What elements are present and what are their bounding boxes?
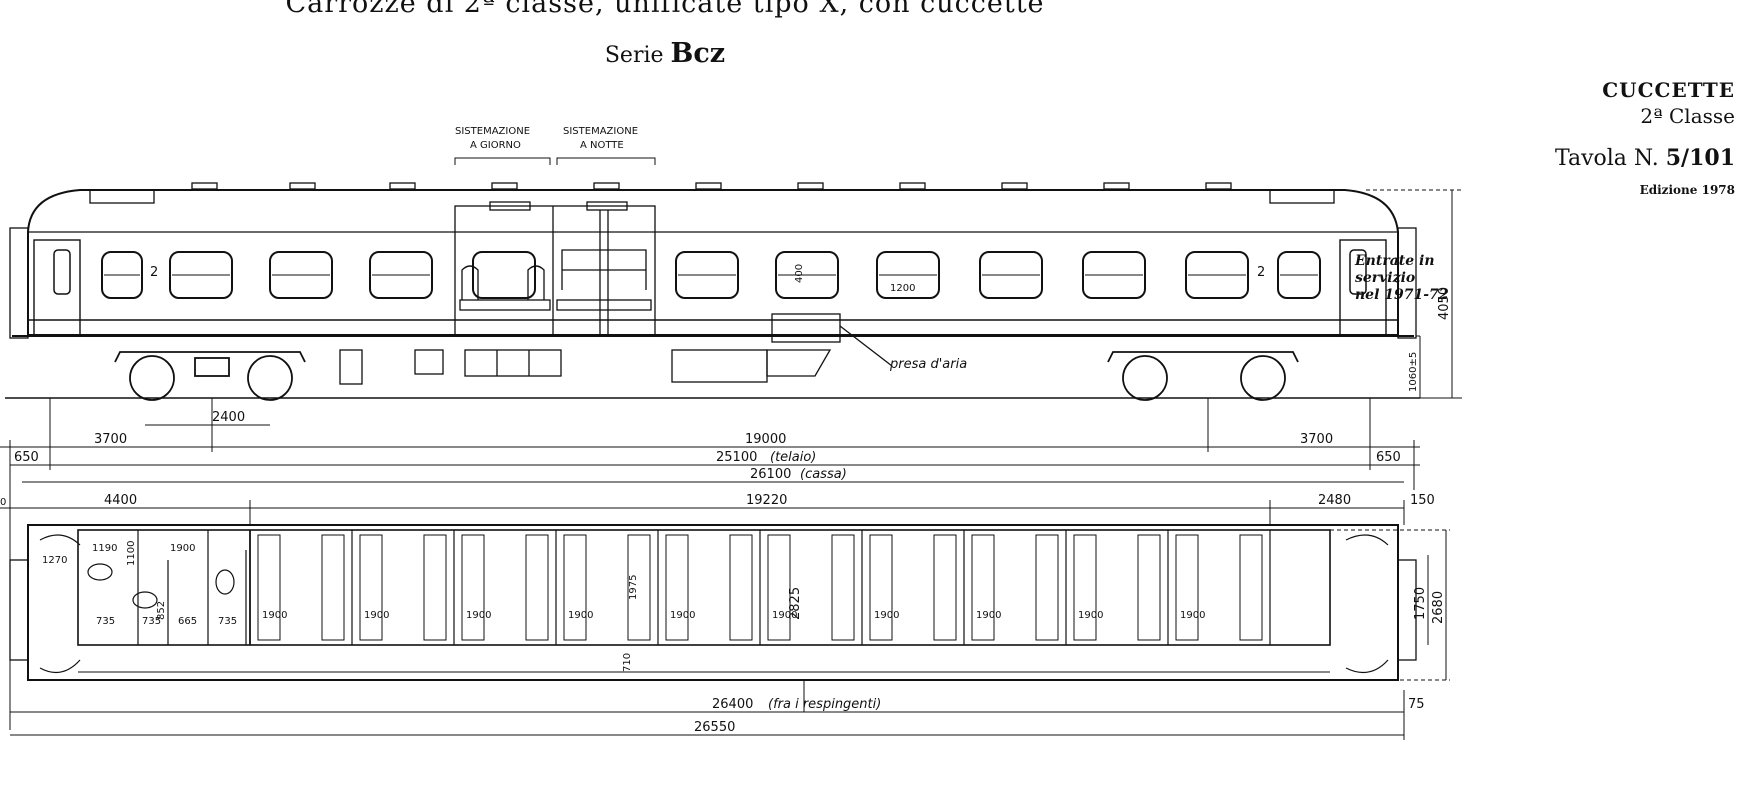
berths (257, 534, 1263, 641)
bogie-right (1107, 351, 1299, 401)
service-note-line-1: Entrate in (1355, 253, 1435, 269)
compartment-label: 1900 (976, 610, 1001, 621)
dim-vestibule: 1270 (42, 555, 67, 566)
dim-end-gap: 150 (1410, 493, 1435, 508)
dim-toilet-2: 1100 (126, 541, 137, 566)
series-prefix: Serie (604, 43, 664, 68)
dim-frame-end-right: 650 (1376, 450, 1401, 465)
class-number-left: 2 (150, 265, 158, 280)
compartment-label: 1900 (1180, 610, 1205, 621)
compartment-label: 1900 (874, 610, 899, 621)
dim-body-length: 26100 (750, 467, 791, 482)
side-elevation: SISTEMAZIONE A GIORNO SISTEMAZIONE A NOT… (5, 126, 1420, 401)
dim-overhang-left: 3700 (94, 432, 127, 447)
dim-end-left: 4400 (104, 493, 137, 508)
series-code: Bcz (670, 38, 726, 69)
compartment-label: 1900 (670, 610, 695, 621)
underframe-equipment (339, 313, 893, 385)
dim-frame-label: (telaio) (770, 450, 816, 465)
dim-height-total: 4050 (1437, 287, 1452, 320)
tavola-line: Tavola N. 5/101 (1555, 145, 1735, 171)
dim-berth-length: 1975 (628, 575, 639, 600)
windows-row (101, 251, 1321, 299)
dim-body-label: (cassa) (800, 467, 847, 482)
bogie-left (114, 351, 306, 401)
dim-buffers-label: (fra i respingenti) (768, 697, 881, 712)
compartment-label: 1900 (772, 610, 797, 621)
dim-floor-height: 1060±5 (1408, 352, 1419, 392)
dim-toilet-w1: 735 (96, 616, 115, 627)
carriage-body-outline (27, 189, 1399, 336)
drawing-title: Carrozze di 2ª classe, unificate tipo X,… (285, 0, 1045, 19)
side-class: 2ª Classe (1640, 104, 1735, 128)
dim-bogie-wheelbase: 2400 (212, 410, 245, 425)
tavola-number: 5/101 (1665, 145, 1735, 171)
label-day-2: A GIORNO (470, 140, 521, 151)
dim-toilet-w3: 852 (156, 601, 167, 620)
cutaway-compartments (454, 201, 656, 337)
dim-service: 1900 (170, 543, 195, 554)
dim-toilet-w5: 735 (218, 616, 237, 627)
class-number-right: 2 (1257, 265, 1265, 280)
service-note-line-3: nel 1971-72 (1355, 287, 1449, 303)
air-intake-label: presa d'aria (889, 357, 967, 372)
toilet-block (87, 530, 247, 645)
dim-end-right: 2480 (1318, 493, 1351, 508)
series-line: Serie Bcz (0, 38, 1330, 69)
compartment-label: 1900 (1078, 610, 1103, 621)
dim-length-buffers: 26400 (712, 697, 753, 712)
door-left (33, 239, 81, 337)
tavola-prefix: Tavola N. (1554, 146, 1659, 171)
plan-view (9, 524, 1417, 681)
dim-width-2680: 2680 (1431, 591, 1446, 624)
compartment-labels: 1900 1900 1900 1900 1900 1900 1900 1900 1900 1900 (262, 610, 1205, 621)
dim-toilet-1: 1190 (92, 543, 117, 554)
plan-dimensions (0, 500, 1450, 740)
dim-frame-length: 25100 (716, 450, 757, 465)
dim-frame-end-left: 650 (14, 450, 39, 465)
dim-width-1750: 1750 (1413, 587, 1428, 620)
dim-overhang-right: 3700 (1300, 432, 1333, 447)
label-night-2: A NOTTE (580, 140, 624, 151)
side-heading: CUCCETTE (1602, 78, 1735, 102)
dim-length-total: 26550 (694, 720, 735, 735)
compartments (351, 530, 1271, 645)
door-right (1339, 239, 1387, 337)
dim-end-gap-left: 0 (0, 497, 6, 508)
dim-toilet-w2: 735 (142, 616, 161, 627)
compartment-label: 1900 (568, 610, 593, 621)
dim-bogie-centres: 19000 (745, 432, 786, 447)
compartment-label: 1900 (364, 610, 389, 621)
label-night-1: SISTEMAZIONE (563, 126, 638, 137)
dim-buffer-depth: 75 (1408, 697, 1425, 712)
window-height-label: 400 (794, 264, 805, 283)
service-note-line-2: servizio (1355, 270, 1416, 286)
dim-inner-width: 2825 (788, 587, 803, 620)
dim-compartments-length: 19220 (746, 493, 787, 508)
roof-vents (89, 182, 1335, 204)
plan-outline (27, 524, 1399, 681)
edition-label: Edizione 1978 (1639, 183, 1735, 197)
window-width-label: 1200 (890, 283, 915, 294)
compartment-label: 1900 (466, 610, 491, 621)
dim-toilet-w4: 665 (178, 616, 197, 627)
dim-corridor-width: 710 (622, 653, 633, 672)
compartment-label: 1900 (262, 610, 287, 621)
label-day-1: SISTEMAZIONE (455, 126, 530, 137)
